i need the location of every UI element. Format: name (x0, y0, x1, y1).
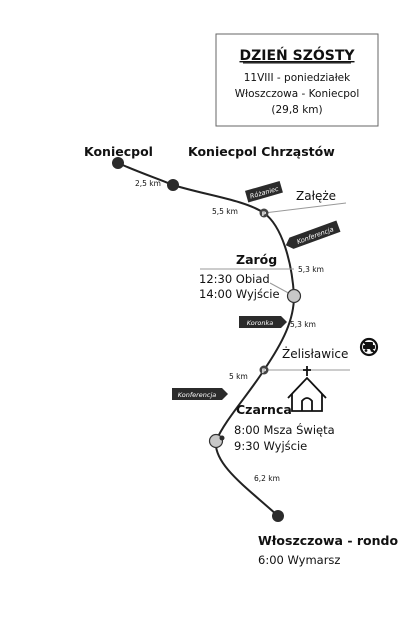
tag-koronka: Koronka (239, 316, 287, 328)
day-date: 11VIII - poniedziałek (244, 72, 351, 84)
distance-label: 5,3 km (298, 265, 324, 274)
distance-label: 5,5 km (212, 207, 238, 216)
stop-koniecpol-chrzastow (167, 179, 179, 191)
parking-marker-zelislawice: P (259, 365, 269, 375)
place-koniecpol-chrzastow: Koniecpol Chrząstów (188, 144, 335, 159)
place-czarnca: Czarnca (236, 402, 292, 417)
schedule-wloszczowa-wymarsz: 6:00 Wymarsz (258, 553, 340, 567)
day-header: DZIEŃ SZÓSTY 11VIII - poniedziałek Włosz… (215, 33, 379, 127)
schedule-czarnca-wyjscie: 9:30 Wyjście (234, 439, 307, 453)
stop-czarnca-dot (219, 435, 225, 441)
place-zarog: Zaróg (236, 252, 277, 267)
no-car-icon (359, 337, 379, 357)
stop-wloszczowa (272, 510, 284, 522)
place-zelislawice: Żelisławice (282, 346, 348, 361)
place-koniecpol: Koniecpol (84, 144, 153, 159)
tag-konferencja-2: Konferencja (172, 388, 228, 400)
leader-zaleze (263, 202, 347, 214)
parking-marker-zaleze: P (259, 208, 269, 218)
day-distance: (29,8 km) (271, 104, 322, 116)
distance-label: 2,5 km (135, 179, 161, 188)
stop-zarog (286, 288, 302, 304)
route-line (117, 162, 296, 517)
schedule-zarog-wyjscie: 14:00 Wyjście (199, 287, 280, 301)
day-route: Włoszczowa - Koniecpol (235, 88, 360, 100)
stop-koniecpol (112, 157, 124, 169)
stop-czarnca (208, 433, 224, 449)
svg-text:Koronka: Koronka (247, 319, 274, 327)
place-zaleze: Załęże (296, 189, 336, 203)
schedule-zarog-obiad: 12:30 Obiad (199, 272, 270, 286)
header-box (215, 33, 379, 127)
tag-rozaniec: Różaniec (245, 180, 283, 203)
day-title: DZIEŃ SZÓSTY (239, 46, 355, 64)
distance-label: 6,2 km (254, 474, 280, 483)
schedule-czarnca-msza: 8:00 Msza Święta (234, 422, 335, 437)
svg-text:Konferencja: Konferencja (178, 391, 217, 399)
place-wloszczowa: Włoszczowa - rondo (258, 533, 398, 548)
svg-text:P: P (262, 211, 267, 218)
church-icon (287, 366, 327, 412)
distance-label: 5,3 km (290, 320, 316, 329)
svg-text:P: P (262, 368, 267, 375)
tag-konferencja-1: Konferencja (285, 220, 341, 249)
distance-label: 5 km (229, 372, 248, 381)
